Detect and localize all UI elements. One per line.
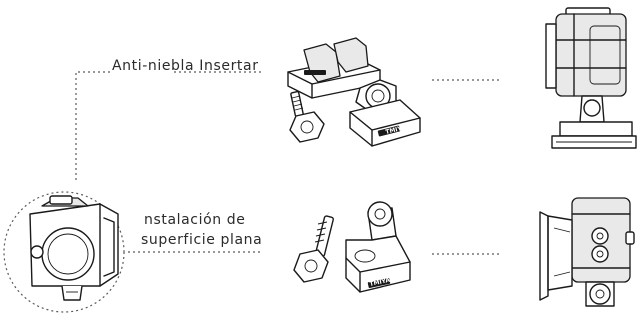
anti-fog-insert-label: Anti-niebla Insertar (112, 58, 259, 74)
flat-surface-label-line2: superficie plana (141, 232, 263, 248)
brand-mark-top: TMIYA (385, 124, 407, 136)
brand-mark-bottom: TMIYA (369, 277, 391, 288)
camera-housing-circle (3, 191, 125, 313)
flat-mount-kit-icon (293, 201, 411, 293)
mounted-camera-bottom-icon (539, 197, 635, 307)
flat-surface-label-line1: nstalación de (144, 212, 246, 228)
dotted-circle (3, 191, 125, 313)
connector-top-left (75, 71, 110, 180)
connector-lines (75, 71, 502, 255)
camera-housing-icon (29, 195, 119, 301)
curved-mount-kit-icon (287, 37, 421, 147)
mounted-camera-top-icon (545, 7, 637, 149)
